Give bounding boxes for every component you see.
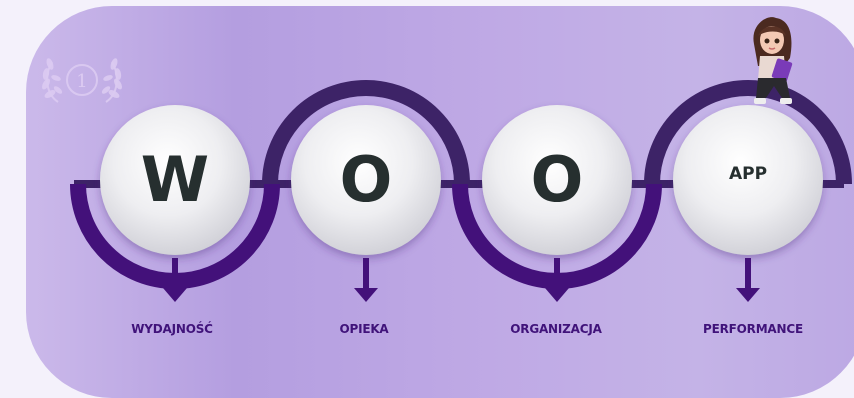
step-circle-4 [673, 105, 823, 255]
step-label-3: ORGANIZACJA [510, 322, 602, 336]
laurel-medal-icon: 1 [42, 58, 122, 103]
arrow-down-icon [736, 258, 760, 302]
girl-with-tablet-icon [753, 17, 793, 104]
step-letter-4: APP [728, 164, 768, 184]
step-letter-2: O [339, 143, 393, 216]
arrow-down-icon [545, 258, 569, 302]
step-circle-2 [291, 105, 441, 255]
step-letter-1: W [140, 143, 210, 216]
step-letter-3: O [530, 143, 584, 216]
arrow-down-icon [163, 258, 187, 302]
arc-top-2 [262, 80, 470, 185]
arc-top-4 [644, 80, 852, 185]
step-circle-1 [100, 105, 250, 255]
step-label-2: OPIEKA [339, 322, 389, 336]
badge-number: 1 [76, 71, 87, 92]
arrow-down-icon [354, 258, 378, 302]
step-circle-3 [482, 105, 632, 255]
step-label-1: WYDAJNOŚĆ [131, 322, 213, 336]
step-label-4: PERFORMANCE [703, 322, 803, 336]
